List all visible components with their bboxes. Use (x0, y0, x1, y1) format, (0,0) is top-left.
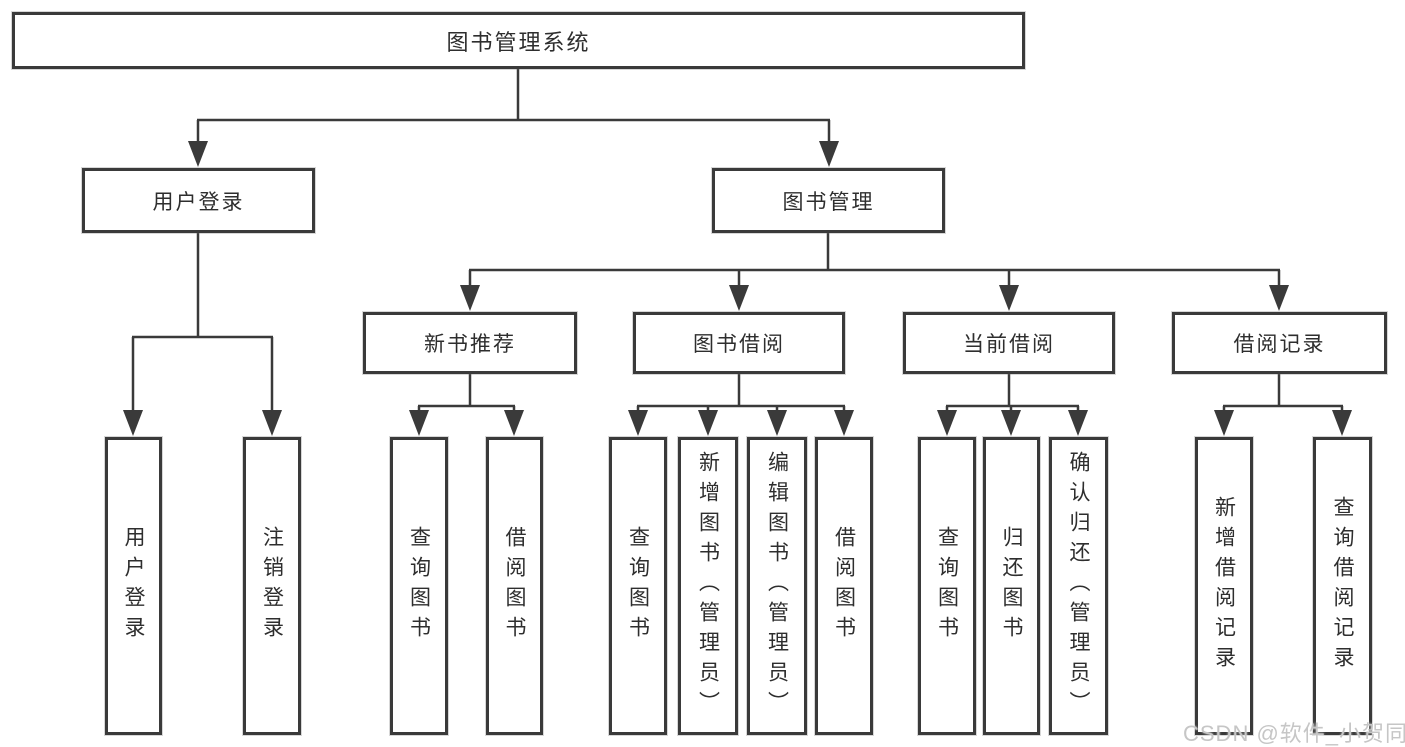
node-book-management-branch: 图书管理 (712, 168, 945, 233)
node-leaf-borrow-books-recommend: 借阅图书 (486, 437, 543, 735)
node-leaf-confirm-return-admin-label: 确认归还（管理员） (1067, 451, 1090, 721)
connector-book-management-to-level3 (460, 231, 1289, 311)
connector-current-borrow-to-leaves (937, 372, 1088, 436)
node-book-borrow: 图书借阅 (633, 312, 845, 374)
node-leaf-borrow-books-label: 借阅图书 (832, 526, 856, 646)
node-borrow-records: 借阅记录 (1172, 312, 1387, 374)
node-leaf-borrow-books-recommend-label: 借阅图书 (503, 526, 526, 646)
node-current-borrow: 当前借阅 (903, 312, 1115, 374)
connector-new-book-recommend-to-leaves (409, 372, 524, 436)
node-leaf-query-borrow-record: 查询借阅记录 (1313, 437, 1372, 735)
connector-root-to-level2 (188, 67, 839, 167)
node-leaf-user-login: 用户登录 (105, 437, 162, 735)
node-leaf-add-borrow-record-label: 新增借阅记录 (1212, 496, 1236, 676)
node-leaf-query-books-borrow-label: 查询图书 (626, 526, 650, 646)
csdn-watermark: CSDN @软件_小贺同学 (1183, 721, 1405, 746)
connector-user-login-to-leaves (123, 231, 282, 436)
node-user-login-branch-label: 用户登录 (152, 190, 245, 214)
node-leaf-query-borrow-record-label: 查询借阅记录 (1331, 496, 1354, 676)
node-leaf-edit-book-admin-label: 编辑图书（管理员） (765, 451, 789, 721)
node-leaf-logout-label: 注销登录 (260, 526, 284, 646)
node-leaf-query-books-current-label: 查询图书 (935, 526, 959, 646)
node-user-login-branch: 用户登录 (82, 168, 315, 233)
node-leaf-edit-book-admin: 编辑图书（管理员） (747, 437, 807, 735)
node-root-label: 图书管理系统 (446, 29, 591, 55)
node-new-book-recommend-label: 新书推荐 (424, 333, 516, 356)
node-leaf-add-book-admin-label: 新增图书（管理员） (696, 451, 720, 721)
connector-book-borrow-to-leaves (628, 372, 854, 436)
node-leaf-confirm-return-admin: 确认归还（管理员） (1049, 437, 1108, 735)
node-current-borrow-label: 当前借阅 (963, 333, 1055, 356)
node-leaf-return-books-label: 归还图书 (1000, 526, 1023, 646)
node-book-management-branch-label: 图书管理 (782, 190, 875, 214)
connector-borrow-records-to-leaves (1214, 372, 1352, 436)
node-leaf-add-borrow-record: 新增借阅记录 (1195, 437, 1253, 735)
node-leaf-borrow-books: 借阅图书 (815, 437, 873, 735)
node-leaf-query-books-current: 查询图书 (918, 437, 976, 735)
node-leaf-return-books: 归还图书 (983, 437, 1040, 735)
node-root-library-system: 图书管理系统 (12, 12, 1025, 69)
node-leaf-query-books-recommend-label: 查询图书 (407, 526, 431, 646)
node-leaf-logout: 注销登录 (243, 437, 301, 735)
node-leaf-user-login-label: 用户登录 (122, 526, 145, 646)
node-borrow-records-label: 借阅记录 (1233, 333, 1326, 356)
node-book-borrow-label: 图书借阅 (693, 333, 785, 356)
node-leaf-query-books-borrow: 查询图书 (609, 437, 667, 735)
node-leaf-query-books-recommend: 查询图书 (390, 437, 448, 735)
node-leaf-add-book-admin: 新增图书（管理员） (678, 437, 738, 735)
node-new-book-recommend: 新书推荐 (363, 312, 577, 374)
